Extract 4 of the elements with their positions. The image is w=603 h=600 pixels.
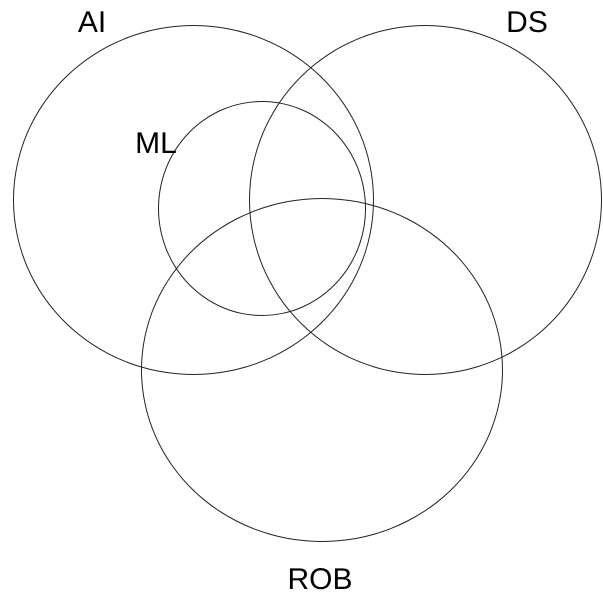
set-label: ROB <box>286 562 354 598</box>
set-label: DS <box>505 5 549 41</box>
set-label: AI <box>76 5 108 41</box>
set-label: ML <box>134 126 178 162</box>
